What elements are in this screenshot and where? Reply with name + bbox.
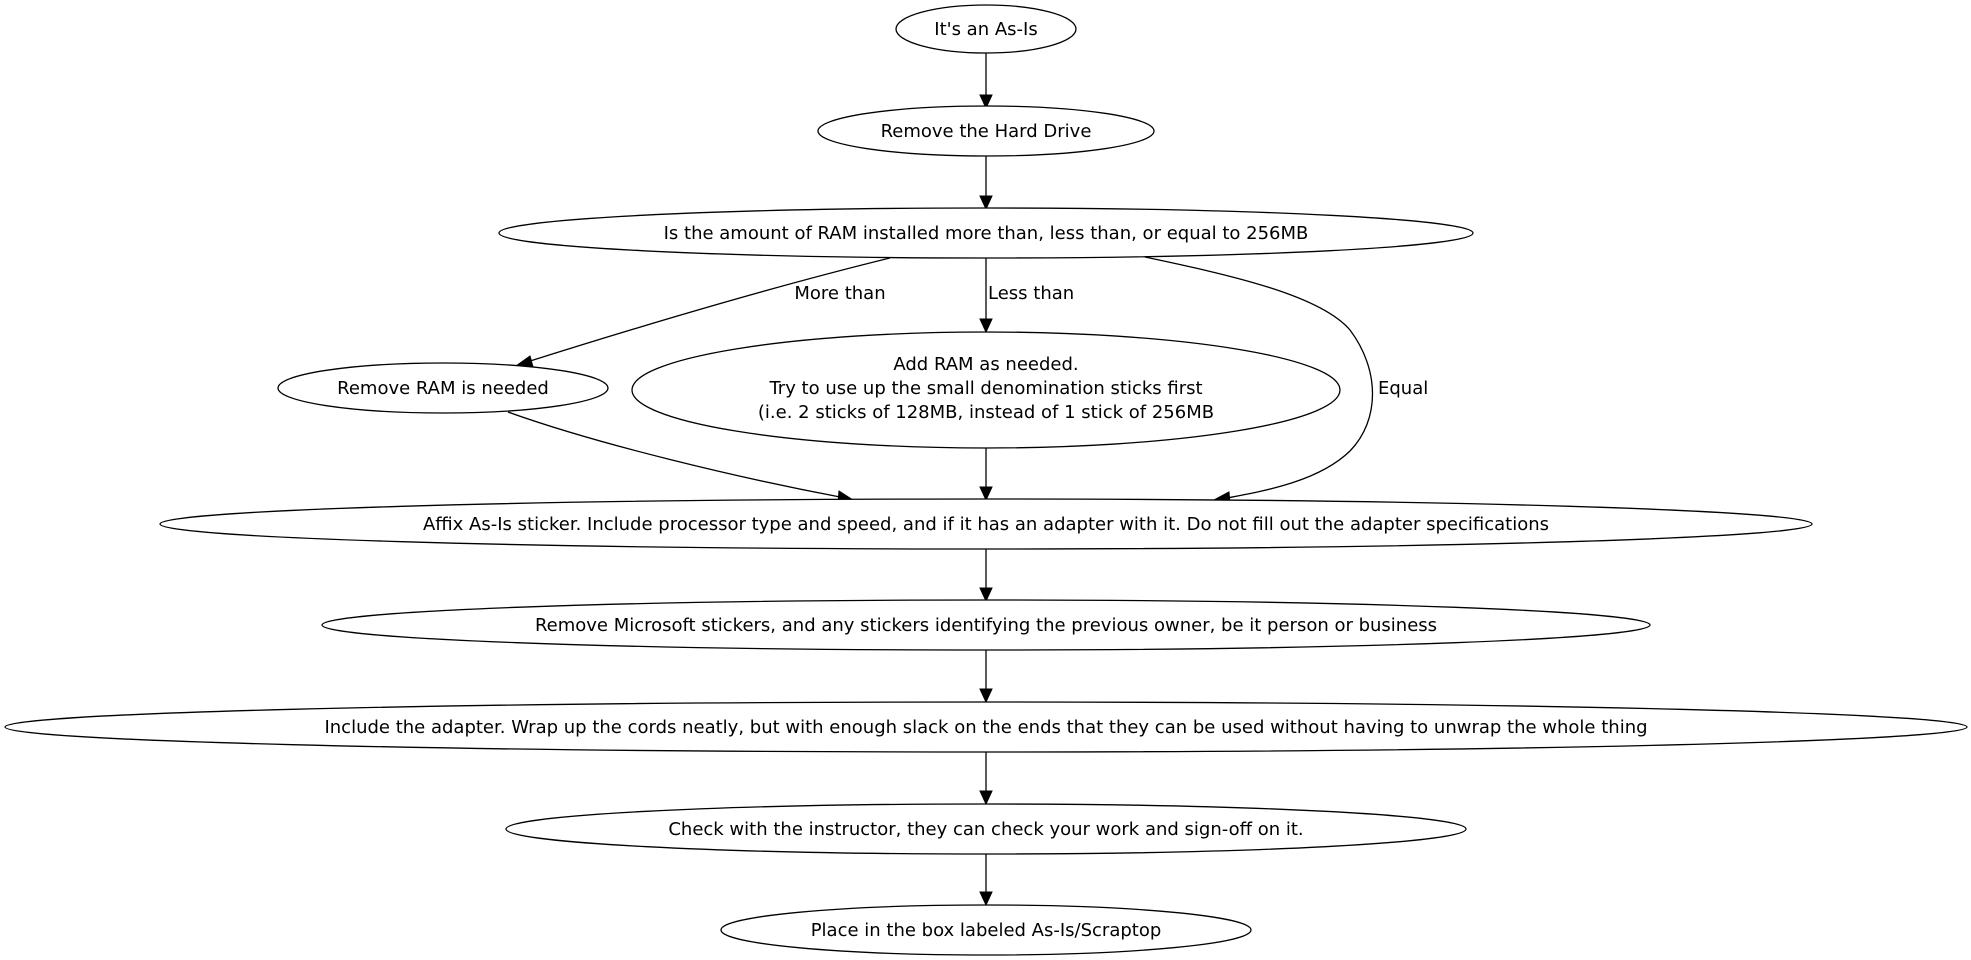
- edge-add-ram-to-affix: [979, 448, 993, 502]
- edge-check-to-place: [979, 853, 993, 907]
- node-check-instructor-label: Check with the instructor, they can chec…: [668, 819, 1303, 840]
- edge-label-less-than: Less than: [988, 283, 1074, 304]
- edge-more-than: [514, 257, 891, 368]
- node-remove-ram: Remove RAM is needed: [277, 362, 609, 414]
- edge-less-than: [979, 258, 993, 334]
- node-remove-stickers: Remove Microsoft stickers, and any stick…: [321, 599, 1651, 651]
- edge-affix-to-remove-stickers: [979, 548, 993, 603]
- node-remove-ram-label: Remove RAM is needed: [337, 378, 549, 399]
- node-remove-hard-drive-label: Remove the Hard Drive: [881, 121, 1092, 142]
- node-include-adapter-label: Include the adapter. Wrap up the cords n…: [324, 717, 1647, 738]
- node-remove-stickers-label: Remove Microsoft stickers, and any stick…: [535, 615, 1437, 636]
- node-affix-sticker: Affix As-Is sticker. Include processor t…: [159, 498, 1813, 550]
- node-place-box-label: Place in the box labeled As-Is/Scraptop: [811, 920, 1162, 941]
- node-include-adapter: Include the adapter. Wrap up the cords n…: [4, 701, 1968, 753]
- edge-label-equal: Equal: [1378, 378, 1428, 399]
- edge-include-adapter-to-check: [979, 751, 993, 806]
- node-place-box: Place in the box labeled As-Is/Scraptop: [720, 904, 1252, 956]
- edge-remove-hd-to-ram-question: [979, 156, 993, 211]
- node-as-is-label: It's an As-Is: [934, 19, 1037, 40]
- node-add-ram-line1: Add RAM as needed.: [893, 354, 1078, 375]
- node-add-ram: Add RAM as needed. Try to use up the sma…: [631, 331, 1341, 449]
- node-add-ram-line2: Try to use up the small denomination sti…: [768, 378, 1202, 399]
- node-affix-sticker-label: Affix As-Is sticker. Include processor t…: [423, 514, 1549, 535]
- node-ram-question: Is the amount of RAM installed more than…: [498, 207, 1474, 259]
- edge-remove-stickers-to-include-adapter: [979, 649, 993, 704]
- node-remove-hard-drive: Remove the Hard Drive: [817, 105, 1155, 157]
- node-ram-question-label: Is the amount of RAM installed more than…: [664, 223, 1309, 244]
- node-check-instructor: Check with the instructor, they can chec…: [505, 803, 1467, 855]
- edge-as-is-to-remove-hd: [979, 53, 993, 110]
- node-as-is: It's an As-Is: [895, 4, 1077, 54]
- edge-label-more-than: More than: [794, 283, 885, 304]
- node-add-ram-line3: (i.e. 2 sticks of 128MB, instead of 1 st…: [758, 402, 1214, 423]
